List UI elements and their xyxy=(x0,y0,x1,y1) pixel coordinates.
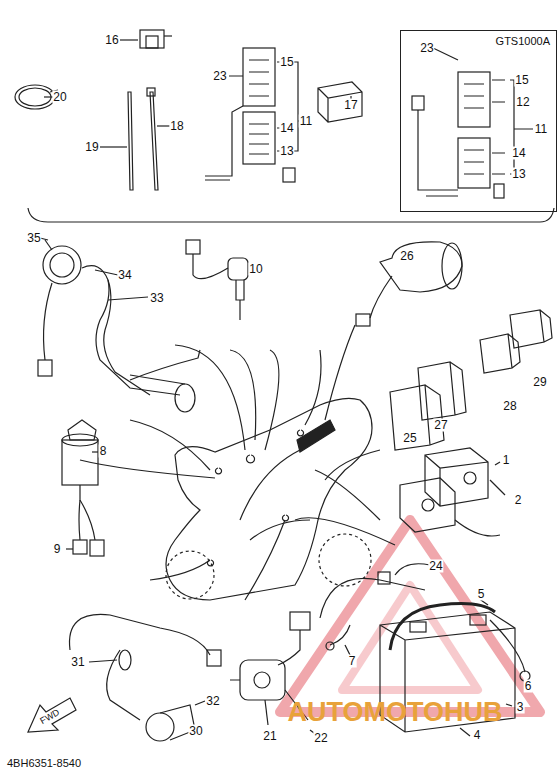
callout-number: 7 xyxy=(348,655,357,668)
drawing-number: 4BH6351-8540 xyxy=(6,757,82,770)
callout-number: 16 xyxy=(104,34,119,47)
callout-number: 25 xyxy=(402,432,417,445)
callout-number: 23 xyxy=(212,70,227,83)
callout-number: 27 xyxy=(433,419,448,432)
cable-ties xyxy=(100,40,170,190)
callout-number: 14 xyxy=(279,122,294,135)
callout-number: 29 xyxy=(532,376,547,389)
callout-number: 35 xyxy=(26,232,41,245)
callout-number: 20 xyxy=(52,91,67,104)
callout-number: 13 xyxy=(511,168,526,181)
callout-number: 24 xyxy=(428,560,443,573)
battery-cables xyxy=(320,564,430,655)
callout-number: 8 xyxy=(99,445,108,458)
callout-number: 10 xyxy=(248,263,263,276)
group-leaders xyxy=(80,325,395,600)
callout-number: 14 xyxy=(511,147,526,160)
callout-number: 17 xyxy=(343,99,358,112)
inset-fuse-box xyxy=(412,48,533,198)
callout-number: 12 xyxy=(515,96,530,109)
ignition-switch xyxy=(62,420,104,556)
relays xyxy=(390,310,552,450)
coupler xyxy=(140,30,172,48)
callout-number: 23 xyxy=(419,42,434,55)
callout-number: 28 xyxy=(502,400,517,413)
callout-number: 13 xyxy=(279,145,294,158)
callout-number: 9 xyxy=(53,543,62,556)
fuel-sender xyxy=(38,238,200,412)
watermark-triangle xyxy=(280,520,540,712)
forward-arrow xyxy=(28,698,76,732)
callout-number: 15 xyxy=(514,74,529,87)
callout-number: 6 xyxy=(524,680,533,693)
callout-number: 22 xyxy=(313,732,328,745)
callout-number: 26 xyxy=(399,250,414,263)
watermark: AUTOMOTOHUB xyxy=(287,697,504,727)
ignition-coils xyxy=(400,448,505,536)
callout-number: 34 xyxy=(117,269,132,282)
callout-number: 18 xyxy=(169,120,184,133)
inset-panel: GTS1000A xyxy=(400,30,557,212)
direction-label: FWD xyxy=(37,706,63,729)
callout-number: 15 xyxy=(279,56,294,69)
condenser xyxy=(356,242,462,326)
speed-sensor xyxy=(70,614,222,741)
callout-number: 5 xyxy=(477,588,486,601)
fuse-box xyxy=(205,48,300,182)
callout-number: 2 xyxy=(514,494,523,507)
group-brace xyxy=(28,208,554,222)
callout-number: 11 xyxy=(534,123,548,136)
callout-number: 31 xyxy=(70,656,85,669)
sensor-switch xyxy=(186,240,250,320)
callout-number: 11 xyxy=(299,115,313,128)
callout-number: 21 xyxy=(262,730,277,743)
motorcycle-outline xyxy=(166,398,372,600)
callout-number: 30 xyxy=(188,725,203,738)
callout-number: 4 xyxy=(473,729,482,742)
model-heading: GTS1000A xyxy=(496,35,550,47)
callout-number: 19 xyxy=(84,141,99,154)
callout-number: 3 xyxy=(516,701,525,714)
relay-unit xyxy=(318,82,362,122)
callout-number: 1 xyxy=(502,454,511,467)
callout-number: 33 xyxy=(149,292,164,305)
callout-number: 32 xyxy=(205,695,220,708)
